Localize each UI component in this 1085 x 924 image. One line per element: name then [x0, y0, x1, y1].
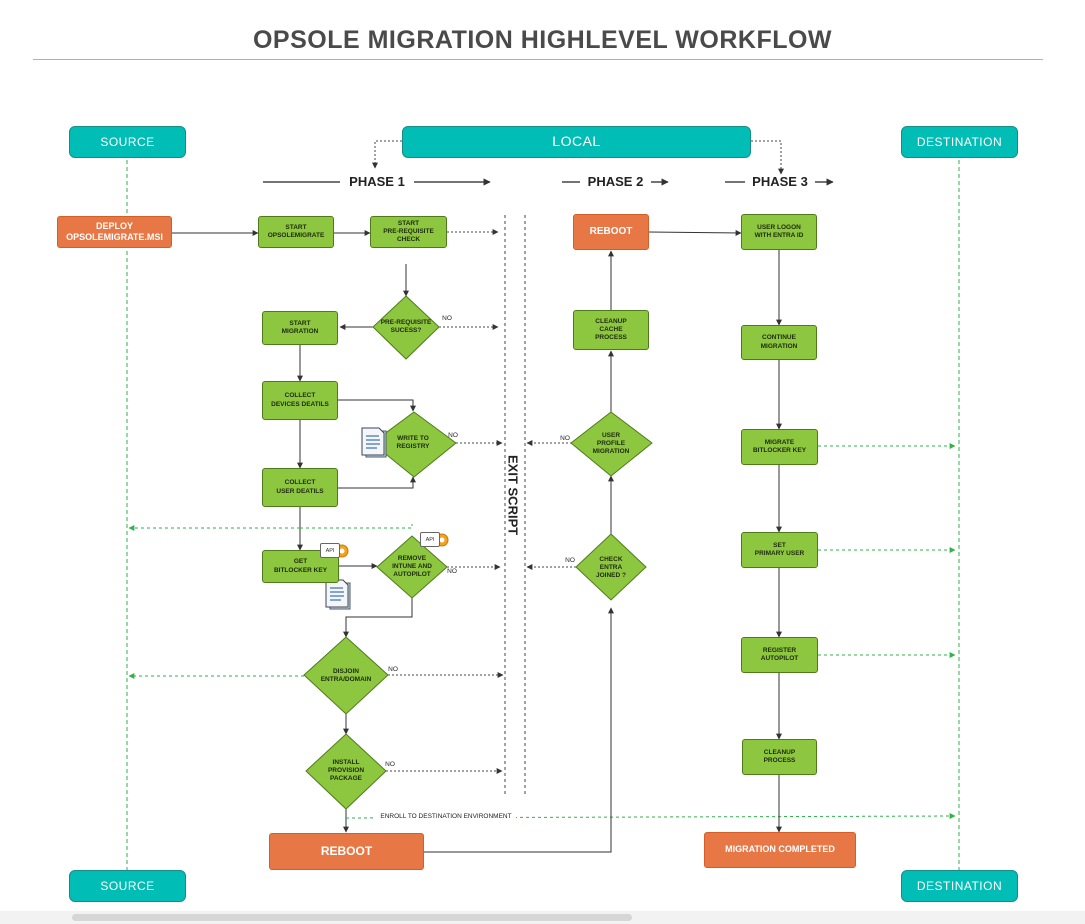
collect-devices-node: COLLECT DEVICES DEATILS: [262, 381, 338, 420]
local-lane-header: LOCAL: [402, 126, 751, 158]
start-migration-node: START MIGRATION: [262, 311, 338, 345]
remove-intune-diamond: [376, 535, 448, 599]
user-logon-node: USER LOGON WITH ENTRA ID: [741, 214, 817, 250]
set-primary-node: SET PRIMARY USER: [741, 532, 818, 568]
local-to-phase1-connector: [372, 140, 402, 169]
user-profile-diamond: [570, 411, 653, 477]
document-icon: [325, 579, 351, 610]
check-entra-label: CHECK ENTRA JOINED ?: [596, 555, 626, 580]
disjoin-label: DISJOIN ENTRA/DOMAIN: [320, 667, 372, 683]
install-pkg-label: INSTALL PROVISION PACKAGE: [327, 758, 365, 783]
prereq-success-label: PRE-REQUISITE SUCESS?: [380, 318, 432, 334]
phase3-label: PHASE 3: [752, 173, 808, 189]
get-bitlocker-node: GET BITLOCKER KEY: [262, 550, 339, 583]
no-label: NO: [560, 435, 570, 443]
start-prereq-node: START PRE-REQUISITE CHECK: [370, 216, 447, 248]
no-label: NO: [565, 557, 575, 565]
no-label: NO: [448, 432, 458, 440]
reboot-phase1-node: REBOOT: [269, 833, 424, 870]
remove-intune-label: REMOVE INTUNE AND AUTOPILOT: [392, 554, 432, 579]
no-label: NO: [442, 315, 452, 323]
source-lane-footer: SOURCE: [69, 870, 186, 902]
cleanup-cache-node: CLEANUP CACHE PROCESS: [573, 310, 649, 350]
install-pkg-diamond: [305, 733, 387, 810]
collect-user-node: COLLECT USER DEATILS: [262, 468, 338, 507]
write-registry-label: WRITE TO REGISTRY: [396, 434, 430, 450]
no-label: NO: [447, 568, 457, 576]
exit-script-label: EXIT SCRIPT: [505, 454, 521, 536]
phase1-label: PHASE 1: [349, 173, 405, 189]
destination-lane-footer: DESTINATION: [901, 870, 1018, 902]
prereq-success-diamond: [372, 295, 440, 360]
source-lane-header: SOURCE: [69, 126, 186, 158]
phase2-label: PHASE 2: [587, 173, 644, 189]
continue-migration-node: CONTINUE MIGRATION: [741, 325, 817, 360]
local-to-phase3-connector: [751, 140, 784, 175]
migrate-bitlocker-node: MIGRATE BITLOCKER KEY: [741, 429, 818, 465]
register-autopilot-node: REGISTER AUTOPILOT: [741, 637, 818, 673]
no-label: NO: [385, 761, 395, 769]
api-badge: API: [420, 532, 440, 547]
api-badge: API: [320, 543, 340, 558]
no-label: NO: [388, 666, 398, 674]
cleanup-process-node: CLEANUP PROCESS: [742, 739, 817, 775]
title-divider: [33, 59, 1043, 60]
user-profile-label: USER PROFILE MIGRATION: [592, 431, 630, 456]
check-entra-diamond: [575, 533, 647, 601]
document-icon: [361, 427, 387, 458]
horizontal-scrollbar-thumb[interactable]: [72, 914, 632, 921]
enroll-label: ENROLL TO DESTINATION ENVIRONMENT: [376, 813, 516, 822]
destination-lane-header: DESTINATION: [901, 126, 1018, 158]
migration-completed-node: MIGRATION COMPLETED: [704, 832, 856, 868]
deploy-node: DEPLOY OPSOLEMIGRATE.MSI: [57, 216, 172, 248]
disjoin-diamond: [303, 636, 389, 715]
start-opsolemigrate-node: START OPSOLEMIGRATE: [258, 216, 334, 248]
page-title: OPSOLE MIGRATION HIGHLEVEL WORKFLOW: [252, 26, 833, 54]
reboot-phase2-node: REBOOT: [573, 214, 649, 250]
